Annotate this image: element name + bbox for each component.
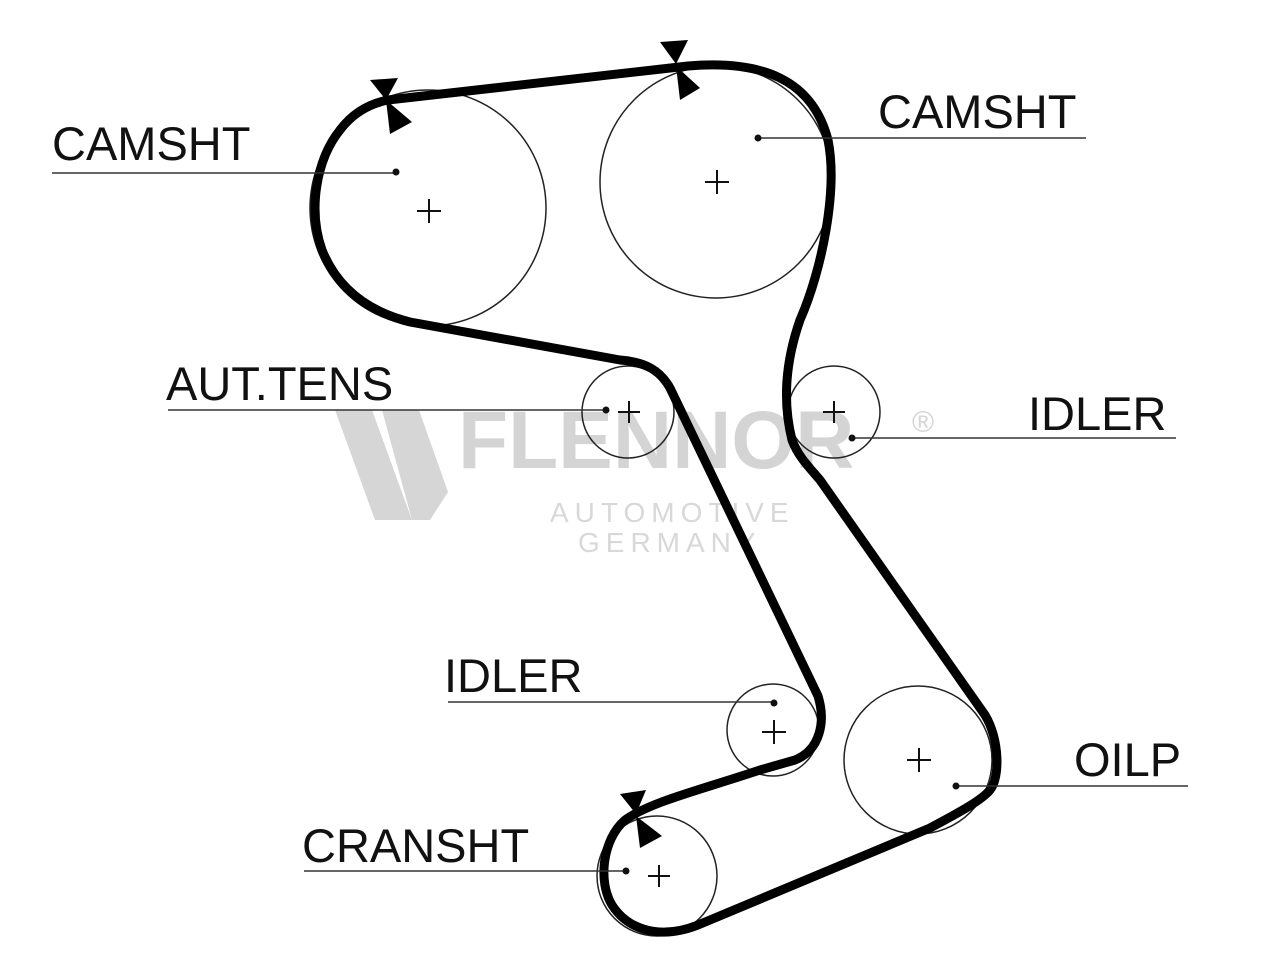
label-camshaft-left: CAMSHT: [52, 117, 250, 170]
watermark-line1: AUTOMOTIVE: [550, 497, 795, 528]
auto-tensioner-pulley: [581, 365, 675, 459]
label-idler-upper: IDLER: [1028, 387, 1166, 440]
watermark-logo-stripe-2: [382, 410, 448, 520]
labels: CAMSHT CAMSHT AUT.TENS IDLER IDLER OILP …: [52, 85, 1181, 872]
camshaft-left-center-icon: [417, 199, 441, 223]
idler-upper-leader: [848, 434, 1176, 442]
timing-marks: [370, 40, 700, 848]
label-camshaft-right: CAMSHT: [878, 85, 1076, 138]
watermark: FLENNOR ® AUTOMOTIVE GERMANY: [335, 395, 934, 558]
label-crankshaft: CRANSHT: [302, 819, 529, 872]
camshaft-right-center-icon: [705, 170, 729, 194]
label-oil-pump: OILP: [1074, 733, 1181, 786]
idler-lower-leader: [448, 699, 778, 707]
center-marks: [417, 170, 931, 887]
label-auto-tensioner: AUT.TENS: [166, 357, 393, 410]
camshaft-left-leader: [52, 168, 400, 176]
label-idler-lower: IDLER: [444, 649, 582, 702]
auto-tensioner-leader: [168, 406, 610, 414]
camshaft-left-timing-mark-icon: [370, 78, 412, 134]
camshaft-right-timing-mark-icon: [660, 40, 700, 100]
idler-lower-center-icon: [762, 720, 786, 744]
timing-belt: [310, 60, 1002, 937]
leaders: [52, 134, 1188, 875]
auto-tensioner-center-icon: [618, 401, 640, 423]
crankshaft-leader: [304, 867, 630, 875]
crankshaft-center-icon: [648, 865, 670, 887]
watermark-logo-stripe-1: [335, 410, 412, 520]
oil-pump-leader: [952, 782, 1188, 790]
camshaft-right-leader: [754, 134, 1086, 142]
idler-upper-center-icon: [823, 401, 845, 423]
watermark-line2: GERMANY: [578, 527, 762, 558]
oil-pump-center-icon: [907, 748, 931, 772]
watermark-registered-mark: ®: [912, 406, 934, 439]
crankshaft-timing-mark-icon: [620, 790, 662, 848]
